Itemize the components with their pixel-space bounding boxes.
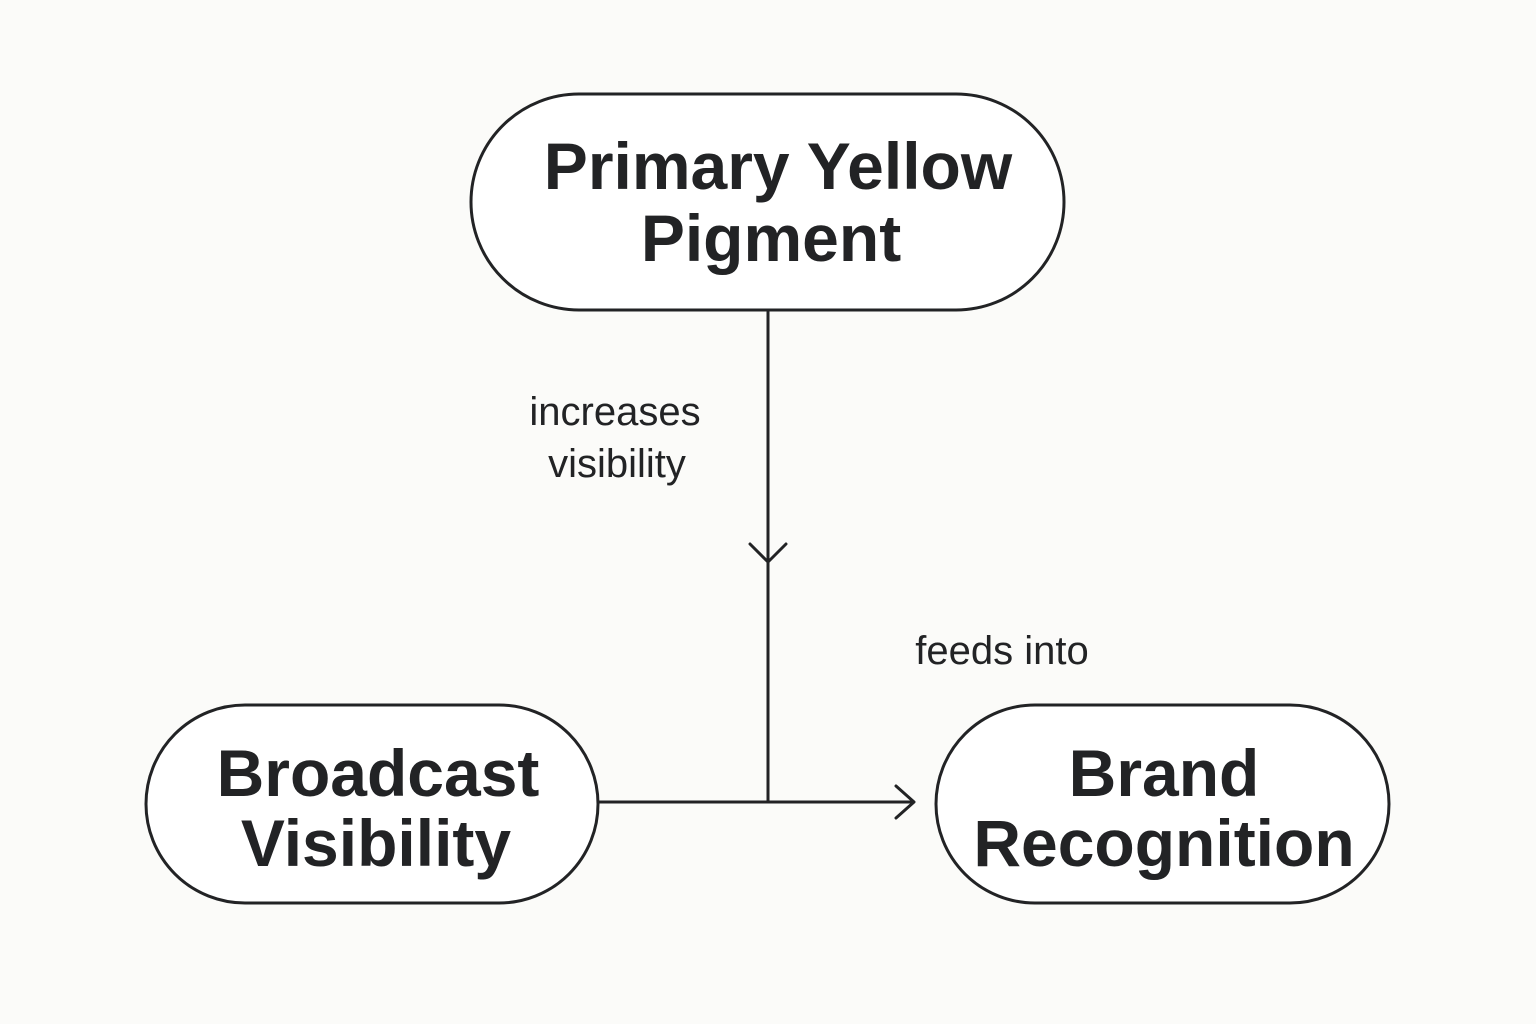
down-arrow-icon (748, 542, 788, 564)
edge-label-increases-line2: visibility (548, 442, 686, 486)
node-broadcast-shape (144, 703, 600, 905)
node-broadcast-visibility: Broadcast Visibility (144, 703, 600, 905)
edge-label-increases-line1: increases (529, 390, 700, 434)
node-brand-shape (934, 703, 1391, 905)
node-primary-label-line1: Primary Yellow (544, 129, 1013, 203)
right-arrow-icon (894, 784, 916, 820)
node-broadcast-label-line1: Broadcast (217, 736, 540, 810)
node-brand-label-line2: Recognition (973, 806, 1354, 880)
node-brand-recognition: Brand Recognition (934, 703, 1391, 905)
node-brand-label-line1: Brand (1069, 736, 1260, 810)
node-primary-yellow-pigment: Primary Yellow Pigment (469, 92, 1066, 312)
edge-label-increases-visibility: increases visibility (529, 390, 700, 486)
node-broadcast-label-line2: Visibility (241, 806, 512, 880)
connectors (596, 310, 916, 820)
node-primary-shape (469, 92, 1066, 312)
node-primary-label-line2: Pigment (641, 201, 901, 275)
edge-label-feeds-into: feeds into (915, 629, 1088, 673)
